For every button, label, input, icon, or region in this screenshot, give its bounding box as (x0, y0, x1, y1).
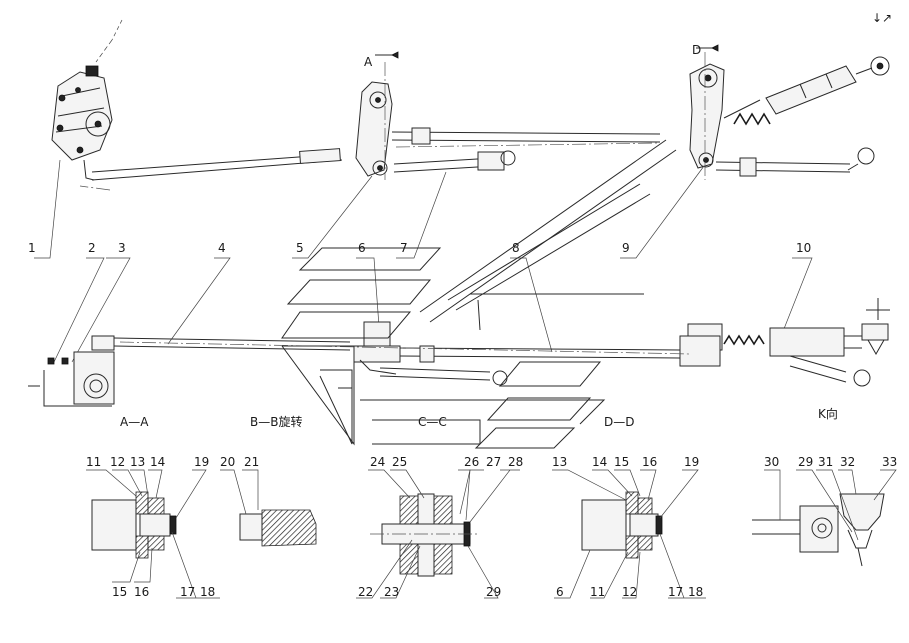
part-numbers-detail-1: 11 12 13 14 19 15 16 17 18 (86, 455, 215, 599)
part-14: 14 (150, 455, 165, 469)
part-29: 29 (486, 585, 501, 599)
part-5: 5 (296, 241, 304, 255)
part-16: 16 (134, 585, 149, 599)
part-8: 8 (512, 241, 520, 255)
detail-pin (220, 469, 317, 547)
part-28: 28 (508, 455, 523, 469)
k-part-32: 32 (840, 455, 855, 469)
part-25: 25 (392, 455, 407, 469)
part-26: 26 (464, 455, 479, 469)
part-19: 19 (194, 455, 209, 469)
power-cylinder-top (723, 56, 890, 126)
dd-part-19: 19 (684, 455, 699, 469)
bell-crank-d (689, 44, 725, 180)
dd-part-14: 14 (592, 455, 607, 469)
part-2: 2 (88, 241, 96, 255)
part-6: 6 (358, 241, 366, 255)
dd-part-15: 15 (614, 455, 629, 469)
corner-mark: ↓↗ (872, 11, 892, 25)
view-label-k: K向 (818, 406, 838, 421)
section-label-bb: B—B旋转 (250, 414, 302, 429)
top-assembly (51, 19, 890, 191)
part-9: 9 (622, 241, 630, 255)
part-7: 7 (400, 241, 408, 255)
part-numbers-detail-4: 13 14 15 16 19 6 11 12 17 18 (552, 455, 703, 599)
dd-part-6: 6 (556, 585, 564, 599)
part-numbers-detail-3: 24 25 26 27 28 22 23 29 (358, 455, 523, 599)
section-band-graphic (281, 139, 677, 449)
section-label-cc: C—C (418, 415, 447, 429)
part-12: 12 (110, 455, 125, 469)
steering-gear-box (51, 65, 113, 181)
part-23: 23 (384, 585, 399, 599)
part-17: 17 (180, 585, 195, 599)
dd-part-13: 13 (552, 455, 567, 469)
part-1: 1 (28, 241, 36, 255)
k-part-29: 29 (798, 455, 813, 469)
part-22: 22 (358, 585, 373, 599)
part-24: 24 (370, 455, 385, 469)
k-part-33: 33 (882, 455, 897, 469)
part-numbers-top: 1 2 3 4 5 6 7 8 9 10 (28, 241, 811, 255)
part-15: 15 (112, 585, 127, 599)
dd-part-12: 12 (622, 585, 637, 599)
dd-part-16: 16 (642, 455, 657, 469)
part-10: 10 (796, 241, 811, 255)
part-21: 21 (244, 455, 259, 469)
bell-crank-a (355, 51, 399, 180)
part-20: 20 (220, 455, 235, 469)
k-part-31: 31 (818, 455, 833, 469)
middle-assembly (28, 298, 890, 407)
dd-part-17: 17 (668, 585, 683, 599)
k-part-30: 30 (764, 455, 779, 469)
detail-center-joint (356, 469, 520, 599)
part-numbers-detail-5: 30 29 31 32 33 (764, 455, 897, 469)
part-11: 11 (86, 455, 101, 469)
dd-part-11: 11 (590, 585, 605, 599)
part-3: 3 (118, 241, 126, 255)
leaders (34, 159, 813, 363)
detail-k-view (752, 469, 897, 567)
part-18: 18 (200, 585, 215, 599)
dd-part-18: 18 (688, 585, 703, 599)
section-label-dd: D—D (604, 415, 634, 429)
detail-bearing-right (552, 469, 706, 599)
part-4: 4 (218, 241, 226, 255)
section-label-aa: A—A (120, 415, 149, 429)
part-13: 13 (130, 455, 145, 469)
view-letter-d: D (692, 43, 701, 57)
detail-bearing-left (86, 469, 220, 599)
view-letter-a: A (364, 55, 373, 69)
part-27: 27 (486, 455, 501, 469)
